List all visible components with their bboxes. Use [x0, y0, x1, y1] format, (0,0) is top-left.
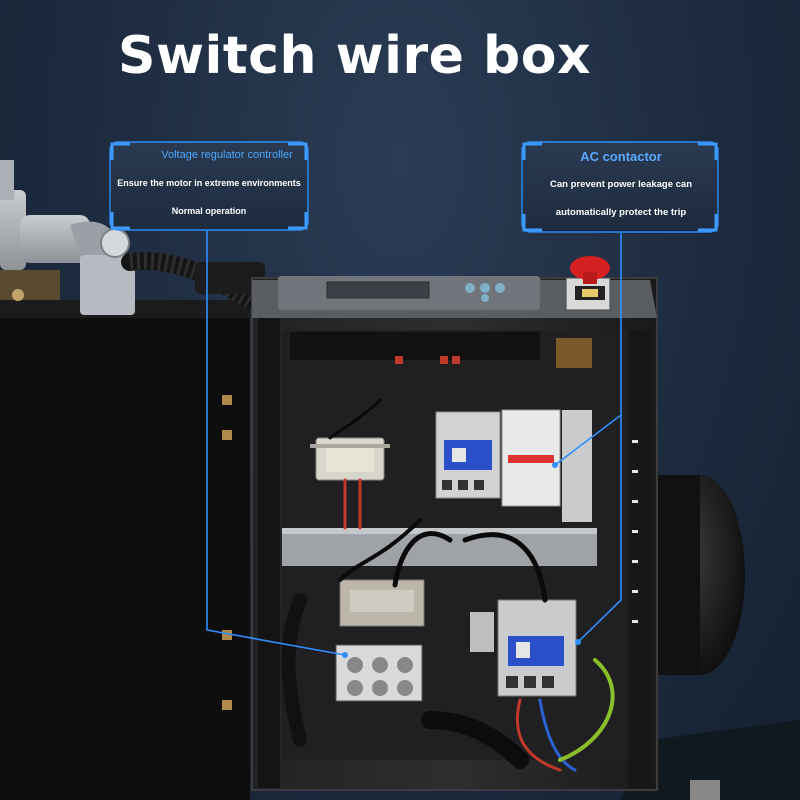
- callout-heading: AC contactor: [580, 149, 662, 164]
- callout-lines: [206, 230, 622, 656]
- callout-text-line: Ensure the motor in extreme environments: [117, 178, 301, 188]
- callout-ac-contactor: AC contactor Can prevent power leakage c…: [524, 150, 718, 220]
- callout-voltage-regulator: Voltage regulator controller Ensure the …: [110, 148, 308, 218]
- callout-right-frame: [521, 141, 719, 233]
- callout-text-line: Can prevent power leakage can: [549, 179, 693, 190]
- callout-text-line: automatically protect the trip: [555, 207, 687, 218]
- page-title: Switch wire box: [118, 26, 591, 86]
- machine-housing: [0, 300, 250, 800]
- emergency-stop: [570, 256, 610, 280]
- callout-text-line: Normal operation: [171, 206, 247, 216]
- callout-left-frame: [109, 141, 309, 231]
- callout-heading: Voltage regulator controller: [161, 149, 293, 161]
- pipe-fitting: [0, 190, 26, 270]
